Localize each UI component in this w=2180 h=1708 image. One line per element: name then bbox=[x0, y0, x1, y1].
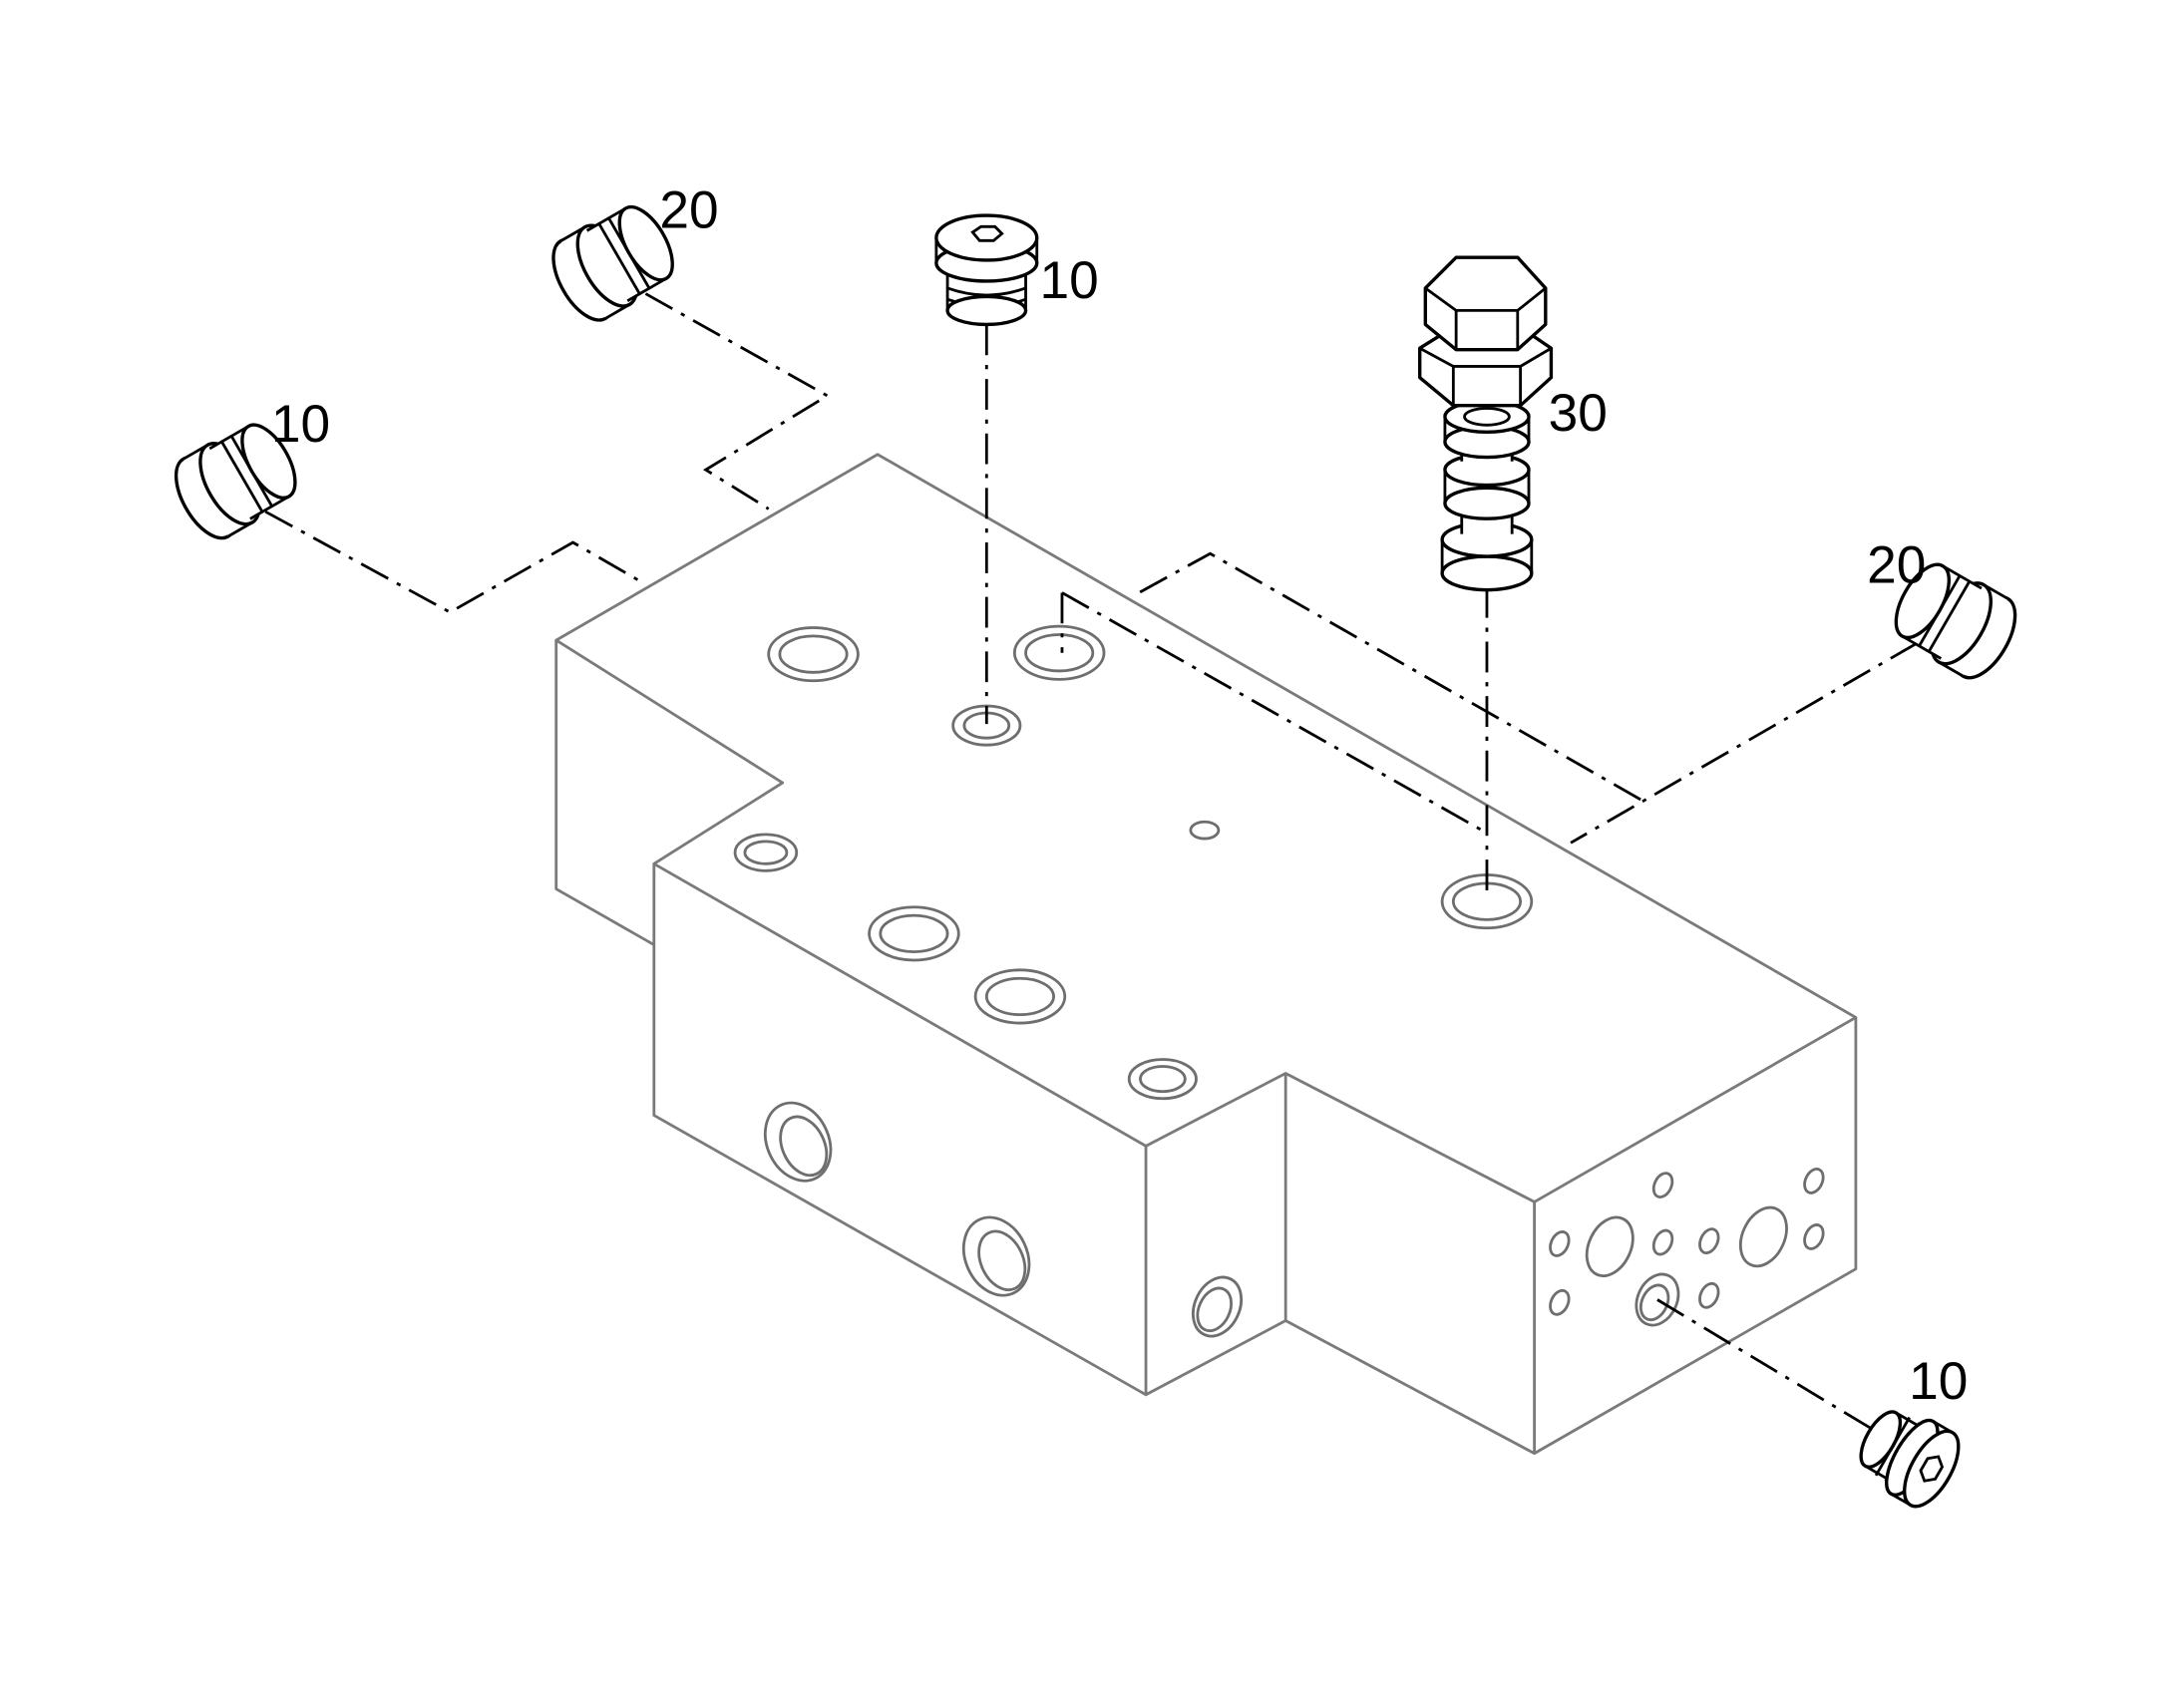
plug-top-left bbox=[551, 204, 674, 322]
valve-assembly bbox=[1418, 255, 1554, 592]
callout-plug-top-left: 20 bbox=[659, 181, 718, 240]
manifold-top-face bbox=[554, 453, 1858, 1203]
plug-left bbox=[174, 423, 297, 540]
callout-plug-bottom-right: 10 bbox=[1909, 1352, 1968, 1411]
leader-plug-left bbox=[264, 510, 647, 614]
callout-plug-left: 10 bbox=[271, 395, 330, 454]
front-face-holes bbox=[763, 1101, 1244, 1338]
manifold-notch bbox=[1145, 1073, 1287, 1397]
callout-labels: 20 10 10 30 20 10 bbox=[271, 181, 1969, 1411]
plug-bottom-right bbox=[1859, 1410, 1961, 1509]
plug-right bbox=[1894, 562, 2017, 680]
manifold-block bbox=[554, 453, 1858, 1456]
callout-valve: 30 bbox=[1549, 384, 1608, 443]
leader-plug-bottom-right bbox=[1656, 1298, 1891, 1441]
manifold-left-front-face bbox=[554, 640, 1148, 1397]
top-face-holes bbox=[733, 624, 1534, 1101]
right-face-holes bbox=[1549, 1168, 1825, 1327]
manifold-right-face bbox=[1284, 1017, 1858, 1456]
leader-plug-right bbox=[1138, 551, 1919, 845]
leader-lines bbox=[264, 292, 1919, 1441]
leader-plug-top-left bbox=[644, 292, 831, 511]
leader-internal-passage bbox=[1060, 591, 1488, 835]
callout-plug-right: 20 bbox=[1867, 536, 1926, 595]
plug-top-center bbox=[934, 213, 1039, 327]
callout-plug-top-center: 10 bbox=[1040, 251, 1099, 310]
